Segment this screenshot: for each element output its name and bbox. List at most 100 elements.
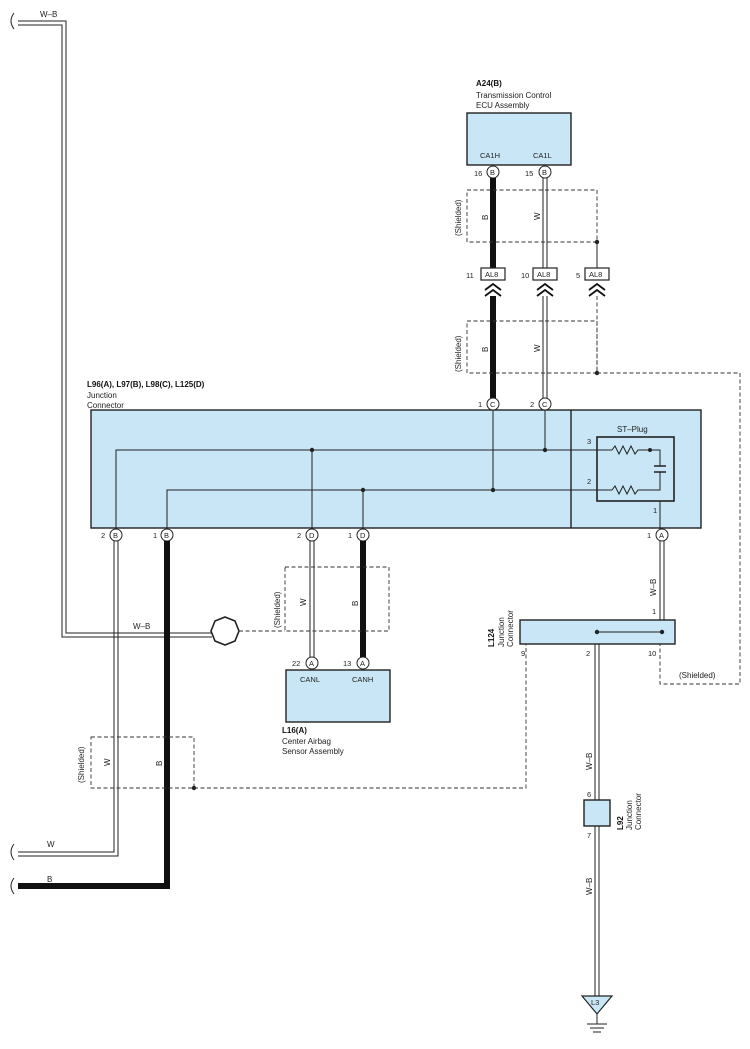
- al8-label-3: AL8: [589, 270, 602, 279]
- a24-pin-15: 15: [525, 169, 533, 178]
- al8-pin-5: 5: [576, 271, 580, 280]
- l124-pin-1: 1: [652, 607, 656, 616]
- st-plug-pin-1: 1: [653, 506, 657, 515]
- l92-pin-7: 7: [587, 831, 591, 840]
- wire-label-w-b-l124: W–B: [585, 753, 594, 770]
- l92-pin-6: 6: [587, 790, 591, 799]
- l124-code: L124: [487, 628, 496, 647]
- l16-pin-22: 22: [292, 659, 300, 668]
- ground-triangle-icon: [580, 995, 614, 1015]
- shield-box-mid: [466, 320, 598, 374]
- wire-label-b-l16: B: [351, 601, 360, 606]
- l92-code: L92: [616, 816, 625, 830]
- al8-connectors: AL8 AL8 AL8 11 10 5: [466, 267, 610, 297]
- l16-name-2: Sensor Assembly: [282, 747, 344, 756]
- al8-pin-11: 11: [466, 271, 474, 280]
- l16-canl: CANL: [300, 675, 320, 684]
- junction-top-conn-1: C: [490, 400, 496, 409]
- wire-label-b-a24: B: [481, 215, 490, 220]
- junction-bottom-pins: B 2 B 1 D 2 D 1 A 1: [101, 528, 669, 542]
- a24-pin-ca1h: CA1H: [480, 151, 500, 160]
- wire-label-b-al8: B: [481, 347, 490, 352]
- al8-label-2: AL8: [537, 270, 550, 279]
- shield-label-l16: (Shielded): [273, 591, 282, 628]
- l92-name-2: Connector: [634, 793, 643, 830]
- st-plug-box: [596, 436, 675, 502]
- l124-pin-9: 9: [521, 649, 525, 658]
- a24-conn-15: B: [542, 168, 547, 177]
- shield-box-l16: [284, 566, 390, 632]
- st-plug-pin-2: 2: [587, 477, 591, 486]
- shield-box-top: [466, 189, 598, 243]
- l92-name-1: Junction: [625, 800, 634, 830]
- al8-pin-10: 10: [521, 271, 529, 280]
- a24-pin-ca1l: CA1L: [533, 151, 552, 160]
- l124-name-1: Junction: [497, 617, 506, 647]
- wire-b-left: [18, 541, 170, 889]
- ground-symbol-icon: [587, 1014, 607, 1033]
- wire-break-icon: [10, 12, 15, 30]
- junction-name-2: Connector: [87, 401, 124, 410]
- wire-label-w-b-mid: W–B: [133, 622, 150, 631]
- connector-chevron-icon: [484, 282, 502, 297]
- junction-top-pin-1: 1: [478, 400, 482, 409]
- a24-name-2: ECU Assembly: [476, 101, 529, 110]
- wire-label-w-al8: W: [533, 344, 542, 352]
- shield-label-right: (Shielded): [679, 671, 716, 680]
- a24-code: A24(B): [476, 79, 502, 88]
- connector-chevron-icon: [588, 282, 606, 297]
- wire-label-b-bottom: B: [47, 875, 52, 884]
- wire-break-icon: [10, 843, 15, 895]
- wire-label-w-b-a: W–B: [649, 579, 658, 596]
- svg-text:1: 1: [153, 531, 157, 540]
- wire-label-w-left: W: [103, 758, 112, 766]
- svg-text:A: A: [360, 659, 365, 668]
- svg-text:1: 1: [647, 531, 651, 540]
- a24-pin-15-marker: [538, 165, 552, 179]
- wire-w-b-left: W–B W–B: [10, 10, 212, 638]
- wire-label-w-a24: W: [533, 212, 542, 220]
- svg-text:A: A: [659, 531, 664, 540]
- l16-code: L16(A): [282, 726, 307, 735]
- al8-label-1: AL8: [485, 270, 498, 279]
- l16-canh: CANH: [352, 675, 373, 684]
- wire-label-w-l16: W: [299, 598, 308, 606]
- shield-label-left: (Shielded): [77, 746, 86, 783]
- svg-text:2: 2: [101, 531, 105, 540]
- wire-label-w-b-l92: W–B: [585, 878, 594, 895]
- st-plug-title: ST–Plug: [617, 425, 648, 434]
- junction-top-pin-2: 2: [530, 400, 534, 409]
- st-plug-pin-3: 3: [587, 437, 591, 446]
- l16-name-1: Center Airbag: [282, 737, 331, 746]
- wire-label-w-b-top: W–B: [40, 10, 57, 19]
- svg-text:2: 2: [297, 531, 301, 540]
- svg-text:1: 1: [348, 531, 352, 540]
- shield-label-top: (Shielded): [454, 199, 463, 236]
- svg-text:D: D: [360, 531, 366, 540]
- wire-label-w-bottom: W: [47, 840, 55, 849]
- connector-chevron-icon: [536, 282, 554, 297]
- shield-label-mid: (Shielded): [454, 335, 463, 372]
- a24-ecu-box: [466, 112, 572, 166]
- junction-code: L96(A), L97(B), L98(C), L125(D): [87, 380, 205, 389]
- junction-top-conn-2: C: [542, 400, 548, 409]
- wire-label-b-left: B: [155, 761, 164, 766]
- svg-text:B: B: [113, 531, 118, 540]
- l124-pin-2: 2: [586, 649, 590, 658]
- capacitor-icon: [654, 465, 666, 473]
- splice-octagon-icon: [210, 616, 240, 646]
- l124-pin-10: 10: [648, 649, 656, 658]
- l124-name-2: Connector: [506, 610, 515, 647]
- l92-junction-box: [583, 799, 611, 827]
- l16-pin-13: 13: [343, 659, 351, 668]
- svg-text:B: B: [164, 531, 169, 540]
- shield-box-left: [90, 736, 195, 789]
- junction-name: Junction: [87, 391, 117, 400]
- a24-pin-16: 16: [474, 169, 482, 178]
- l16-airbag-box: [285, 669, 391, 723]
- ground-label: L3: [591, 998, 599, 1007]
- svg-text:A: A: [309, 659, 314, 668]
- a24-conn-16: B: [490, 168, 495, 177]
- a24-name-1: Transmission Control: [476, 91, 552, 100]
